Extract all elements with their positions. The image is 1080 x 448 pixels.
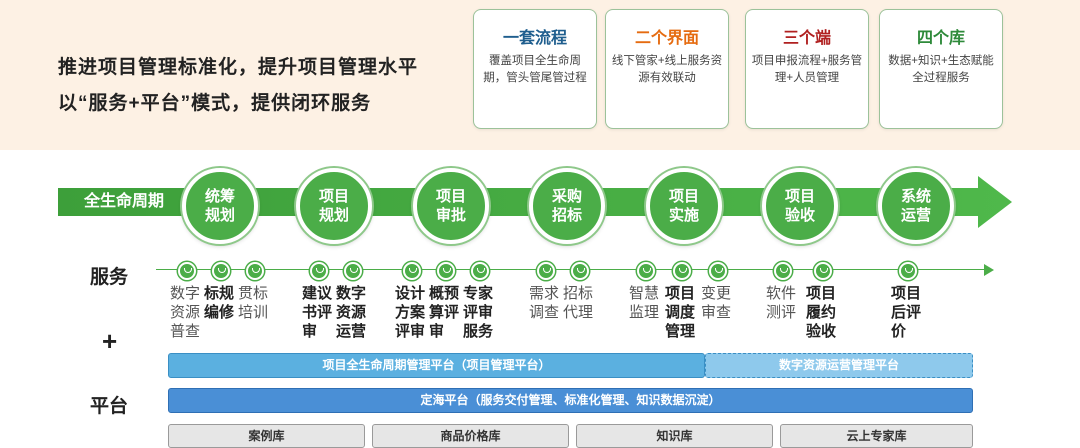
service-standard-revision: 标规编修 — [204, 285, 235, 321]
library-cases: 案例库 — [168, 424, 365, 448]
service-software-testing: 软件测评 — [766, 285, 797, 321]
service-scheduling: 项目调度管理 — [665, 285, 696, 340]
service-dot — [437, 262, 455, 280]
digital-platform-bar: 数字资源运营管理平台 — [705, 353, 973, 378]
service-smart-supervision: 智慧监理 — [629, 285, 660, 321]
stage-project-planning: 项目规划 — [296, 168, 372, 244]
service-dot — [637, 262, 655, 280]
service-dot — [814, 262, 832, 280]
stage-plan: 统筹规划 — [182, 168, 258, 244]
dinghai-platform-bar: 定海平台（服务交付管理、标准化管理、知识数据沉淀） — [168, 388, 973, 413]
service-dot — [774, 262, 792, 280]
service-label: 服务 — [90, 267, 129, 288]
service-acceptance: 项目履约验收 — [806, 285, 837, 340]
service-post-evaluation: 项目后评价 — [891, 285, 922, 340]
service-expert-review: 专家评审服务 — [463, 285, 494, 340]
service-dot — [310, 262, 328, 280]
feature-title: 四个库 — [916, 30, 965, 47]
service-dot — [246, 262, 264, 280]
lifecycle-platform-bar: 项目全生命周期管理平台（项目管理平台） — [168, 353, 705, 378]
service-bidding-agency: 招标代理 — [563, 285, 594, 321]
stage-label: 项目规划 — [318, 188, 349, 224]
service-change-review: 变更审查 — [701, 285, 732, 321]
feature-title: 二个界面 — [634, 30, 699, 47]
stage-acceptance: 项目验收 — [762, 168, 838, 244]
stage-label: 项目审批 — [435, 188, 466, 224]
service-dot — [709, 262, 727, 280]
stage-procurement: 采购招标 — [529, 168, 605, 244]
feature-card-1: 一套流程 覆盖项目全生命周期，管头管尾管过程 — [473, 9, 597, 129]
feature-desc: 数据+知识+生态赋能全过程服务 — [888, 55, 994, 84]
feature-title: 一套流程 — [502, 30, 567, 47]
library-experts: 云上专家库 — [780, 424, 973, 448]
stage-label: 项目实施 — [668, 188, 699, 224]
feature-desc: 线下管家+线上服务资源有效联动 — [611, 55, 723, 84]
stage-operation: 系统运营 — [878, 168, 954, 244]
service-dot — [673, 262, 691, 280]
stage-label: 项目验收 — [784, 188, 815, 224]
feature-card-4: 四个库 数据+知识+生态赋能全过程服务 — [879, 9, 1003, 129]
stage-label: 采购招标 — [551, 188, 582, 224]
service-proposal-review: 建议书评审 — [302, 285, 333, 340]
service-dot — [344, 262, 362, 280]
service-digital-operation: 数字资源运营 — [336, 285, 367, 340]
library-prices: 商品价格库 — [372, 424, 569, 448]
service-training: 贯标培训 — [238, 285, 269, 321]
service-dot — [571, 262, 589, 280]
feature-card-3: 三个端 项目申报流程+服务管理+人员管理 — [745, 9, 869, 129]
lifecycle-label: 全生命周期 — [83, 193, 164, 210]
service-digital-census: 数字资源普查 — [170, 285, 201, 340]
service-design-review: 设计方案评审 — [395, 285, 426, 340]
service-dot — [403, 262, 421, 280]
slogan-line-1: 推进项目管理标准化，提升项目管理水平 — [58, 57, 419, 78]
service-dot — [899, 262, 917, 280]
service-dot — [537, 262, 555, 280]
plus-label: + — [102, 326, 118, 356]
stage-label: 统筹规划 — [204, 188, 235, 224]
service-dot — [178, 262, 196, 280]
library-knowledge: 知识库 — [576, 424, 773, 448]
service-budget-review: 概预算评审 — [429, 285, 460, 340]
feature-desc: 项目申报流程+服务管理+人员管理 — [751, 55, 863, 84]
service-timeline-arrow — [984, 264, 994, 276]
feature-desc: 覆盖项目全生命周期，管头管尾管过程 — [483, 55, 587, 84]
stage-implementation: 项目实施 — [646, 168, 722, 244]
service-dot — [212, 262, 230, 280]
stage-approval: 项目审批 — [413, 168, 489, 244]
slogan-line-2: 以“服务+平台”模式，提供闭环服务 — [58, 93, 372, 114]
service-demand-survey: 需求调查 — [529, 285, 560, 321]
platform-label: 平台 — [90, 396, 129, 417]
stage-label: 系统运营 — [900, 188, 931, 224]
feature-card-2: 二个界面 线下管家+线上服务资源有效联动 — [605, 9, 729, 129]
service-dot — [471, 262, 489, 280]
feature-title: 三个端 — [782, 30, 831, 47]
